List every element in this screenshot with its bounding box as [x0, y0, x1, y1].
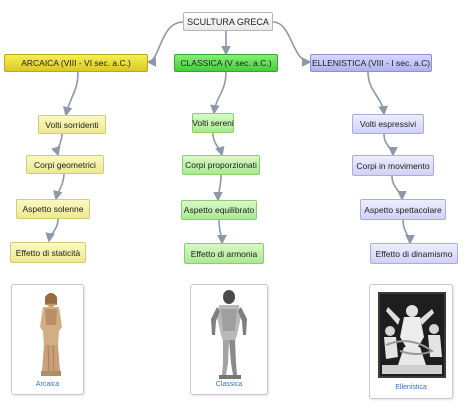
ellenistica-item-corpi[interactable]: Corpi in movimento: [352, 155, 434, 176]
edge-root-ellenistica: [272, 21, 312, 67]
edge-ellenistica-3: [391, 175, 407, 201]
edge-ellenistica-4: [402, 219, 415, 245]
edge-ellenistica-1: [367, 71, 388, 116]
edge-classica-4: [217, 219, 227, 245]
ellenistica-item-volti[interactable]: Volti espressivi: [352, 114, 424, 134]
arcaica-item-corpi[interactable]: Corpi geometrici: [26, 155, 104, 174]
edge-arcaica-1: [62, 71, 79, 117]
edge-ellenistica-2: [383, 133, 398, 157]
edge-classica-3: [213, 174, 223, 202]
root-node[interactable]: SCULTURA GRECA: [183, 12, 273, 31]
classica-item-corpi[interactable]: Corpi proporzionati: [182, 155, 260, 175]
heading-classica[interactable]: CLASSICA (V sec. a.C.): [174, 54, 278, 72]
bronze-statue-image: [211, 290, 247, 379]
heading-arcaica[interactable]: ARCAICA (VIII - VI sec. a.C.): [4, 54, 148, 72]
classica-item-volti[interactable]: Volti sereni: [192, 113, 234, 133]
caption-classica: Classica: [215, 381, 243, 388]
arcaica-item-effetto[interactable]: Effetto di staticità: [10, 242, 86, 263]
classica-item-effetto[interactable]: Effetto di armonia: [184, 243, 264, 264]
edge-arcaica-2: [51, 133, 63, 157]
caption-arcaica: Arcaica: [35, 381, 60, 388]
image-card-classica[interactable]: Classica: [190, 284, 268, 395]
edge-arcaica-3: [53, 171, 65, 201]
arcaica-item-aspetto[interactable]: Aspetto solenne: [16, 199, 90, 219]
caption-ellenistica: Ellenistica: [395, 384, 427, 391]
image-card-ellenistica[interactable]: Ellenistica: [369, 284, 453, 399]
ellenistica-item-effetto[interactable]: Effetto di dinamismo: [370, 243, 458, 264]
image-card-arcaica[interactable]: Arcaica: [11, 284, 84, 395]
edge-root-arcaica: [146, 21, 184, 67]
laocoon-group-image: [378, 292, 446, 378]
edge-classica-1: [210, 71, 227, 115]
classica-item-aspetto[interactable]: Aspetto equilibrato: [181, 200, 257, 220]
edge-arcaica-4: [45, 218, 59, 243]
arcaica-item-volti[interactable]: Volti sorridenti: [38, 115, 106, 134]
edge-classica-2: [212, 132, 225, 157]
heading-ellenistica[interactable]: ELLENISTICA (VIII - I sec. a.C): [310, 54, 432, 72]
kore-statue-image: [40, 293, 62, 376]
ellenistica-item-aspetto[interactable]: Aspetto spettacolare: [360, 199, 446, 220]
